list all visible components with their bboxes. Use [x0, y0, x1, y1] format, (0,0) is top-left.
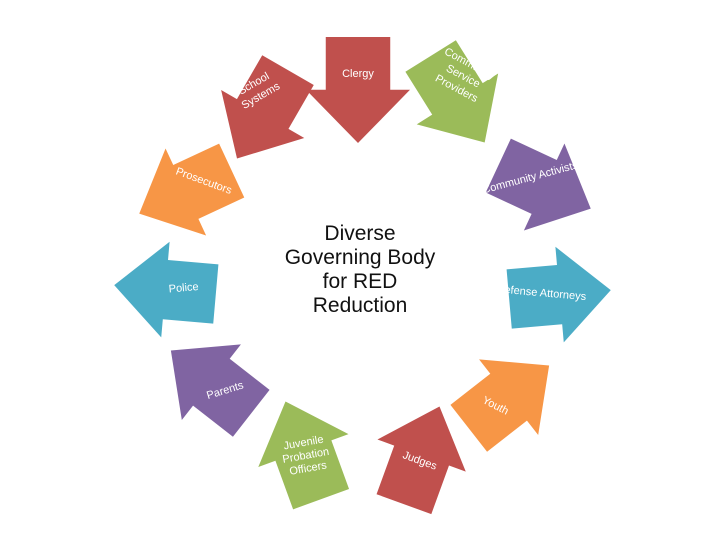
arrow-label-police: Police [168, 281, 199, 296]
arrow-shape-juvenile-probation-officers [258, 401, 350, 510]
arrow-shape-youth [450, 359, 550, 452]
arrow-shape-defense-attorneys [506, 246, 611, 343]
arrow-youth: Youth [450, 359, 550, 452]
arrows-layer: Clergy CommunityServiceProvidersCommunity… [114, 37, 611, 515]
center-title-line-3: for RED [322, 270, 398, 293]
arrow-label-clergy: Clergy [342, 68, 374, 80]
arrow-defense-attorneys: Defense Attorneys [496, 246, 611, 343]
center-title-line-2: Governing Body [284, 246, 436, 269]
arrow-shape-community-service-providers [405, 40, 499, 143]
arrow-shape-judges [376, 406, 466, 515]
center-title-line-1: Diverse [324, 222, 396, 245]
arrow-community-activists: Community Activists [481, 138, 591, 231]
arrow-shape-community-activists [485, 138, 591, 231]
arrow-community-service-providers: CommunityServiceProviders [405, 40, 499, 143]
arrow-shape-police [114, 241, 219, 338]
arrow-shape-parents [170, 344, 270, 437]
arrow-shape-clergy [306, 37, 410, 143]
arrow-prosecutors: Prosecutors [139, 143, 245, 236]
arrow-parents: Parents [170, 344, 270, 437]
arrow-shape-school-systems [221, 55, 314, 159]
arrow-shape-prosecutors [139, 143, 245, 236]
arrow-label-line: Police [168, 281, 199, 296]
center-title: Diverse Governing Body for RED Reduction [255, 222, 465, 318]
arrow-clergy: Clergy [306, 37, 410, 143]
arrow-juvenile-probation-officers: JuvenileProbationOfficers [258, 401, 350, 510]
arrow-judges: Judges [376, 406, 466, 515]
arrow-school-systems: SchoolSystems [221, 55, 314, 159]
arrow-label-line: Clergy [342, 68, 374, 80]
center-title-line-4: Reduction [312, 294, 408, 317]
arrow-police: Police [114, 241, 219, 338]
